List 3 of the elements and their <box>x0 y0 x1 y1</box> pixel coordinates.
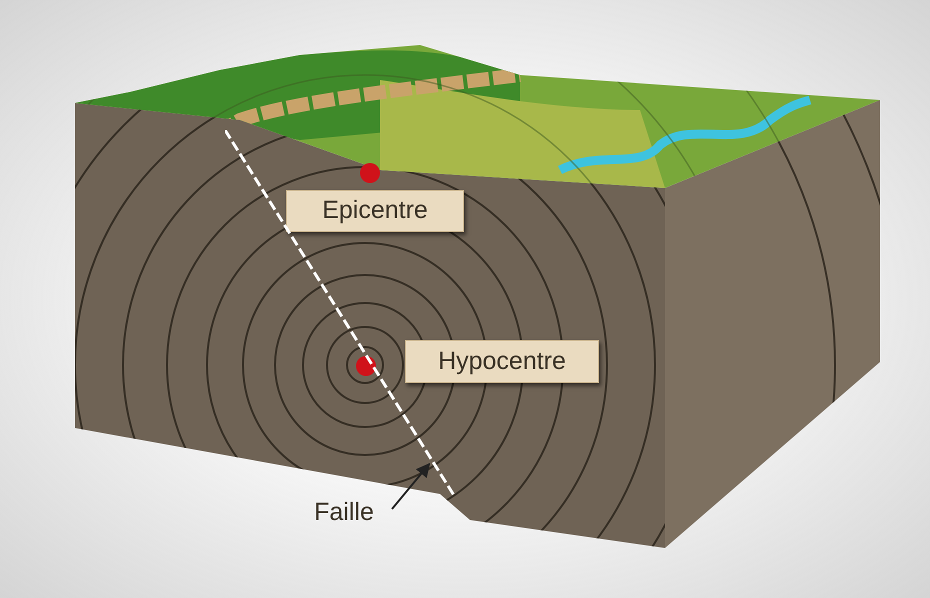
label-text: Faille <box>296 494 392 532</box>
label-box: Hypocentre <box>405 340 599 383</box>
arrow <box>391 462 430 510</box>
